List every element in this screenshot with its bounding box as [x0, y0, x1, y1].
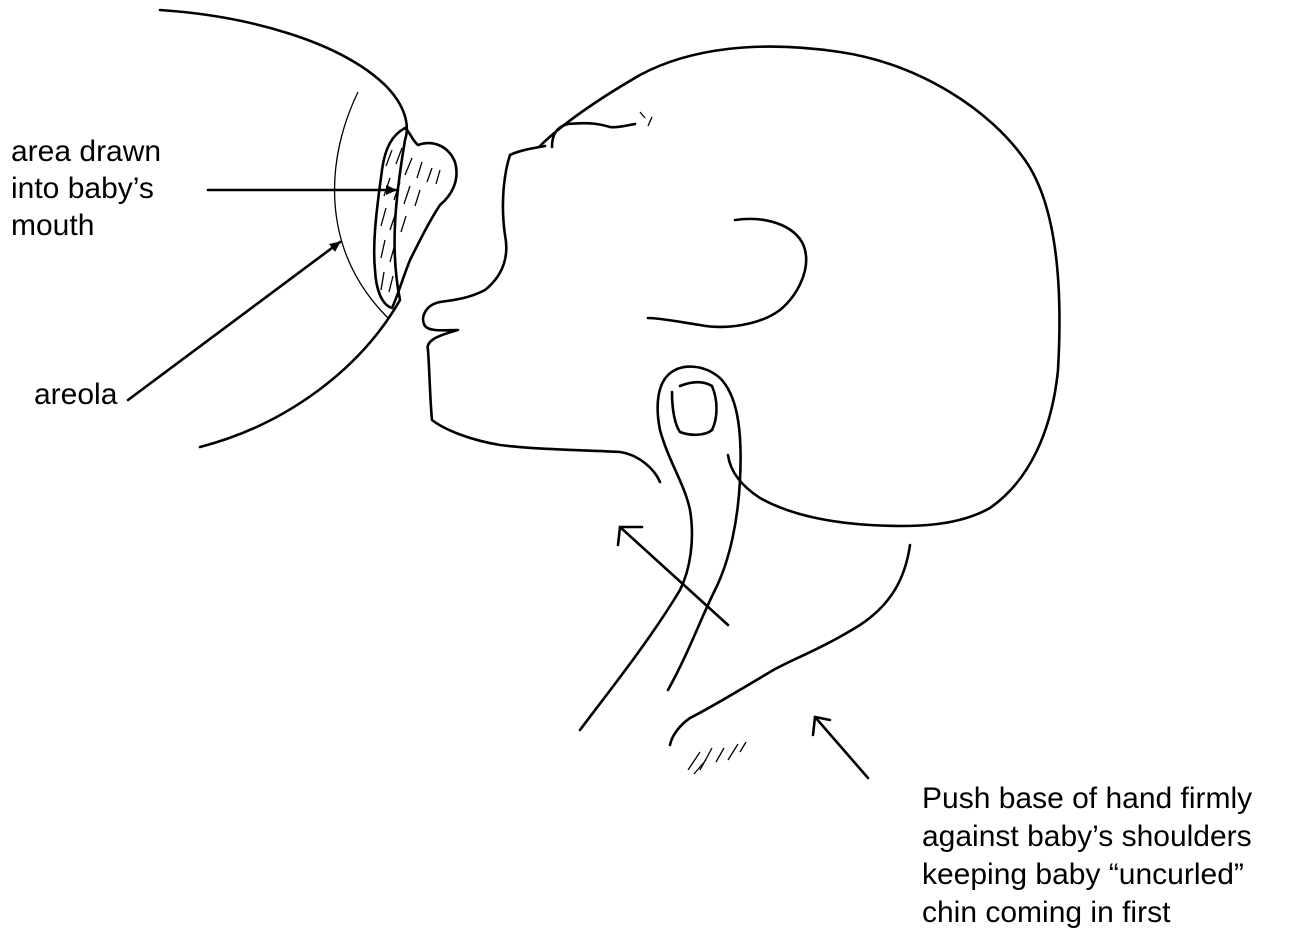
- hand-outline: [580, 367, 741, 730]
- label-area-drawn-line-3: mouth: [11, 207, 161, 244]
- label-area-drawn-line-1: area drawn: [11, 133, 161, 170]
- areola-outline: [335, 92, 388, 318]
- hand-crease-marks: [688, 742, 746, 774]
- thumbnail-outline: [672, 382, 717, 435]
- push-arrow-upper: [618, 527, 728, 625]
- push-arrow-lower: [813, 717, 868, 778]
- baby-drawing: [423, 47, 1059, 745]
- arrow-areola: [128, 242, 340, 400]
- hand-drawing: [580, 367, 746, 774]
- label-instruction-line-2: against baby’s shoulders: [922, 818, 1252, 856]
- label-instruction-line-4: chin coming in first: [922, 894, 1252, 932]
- baby-forehead: [510, 146, 545, 155]
- label-instruction-line-1: Push base of hand firmly: [922, 780, 1252, 818]
- shaded-area-outline: [374, 128, 456, 308]
- label-instruction-line-3: keeping baby “uncurled”: [922, 856, 1252, 894]
- breast-outline: [160, 10, 407, 447]
- baby-eyelash: [640, 112, 652, 126]
- baby-face-profile: [423, 155, 660, 482]
- baby-neck: [670, 545, 910, 745]
- label-area-drawn: area drawn into baby’s mouth: [11, 133, 161, 244]
- label-areola: areola: [34, 376, 117, 413]
- breast-drawing: [160, 10, 457, 447]
- label-instruction: Push base of hand firmly against baby’s …: [922, 780, 1252, 932]
- baby-ear: [648, 219, 806, 327]
- baby-eye: [552, 123, 635, 147]
- label-area-drawn-line-2: into baby’s: [11, 170, 161, 207]
